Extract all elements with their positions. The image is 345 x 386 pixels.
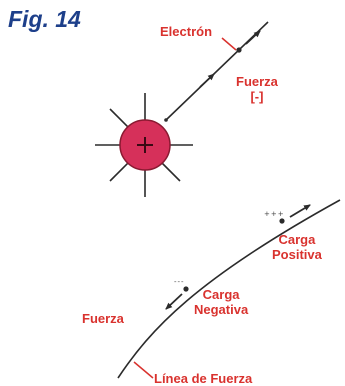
electron-leader-line: [222, 38, 236, 50]
positive-charge-label: Carga Positiva: [272, 232, 322, 262]
field-line-label: Línea de Fuerza: [154, 371, 252, 386]
upper-field-arrow: [200, 74, 214, 87]
electron-label: Electrón: [160, 24, 212, 39]
upper-field-line-end: [164, 118, 168, 122]
negative-charge-mark: ---: [174, 278, 185, 286]
field-line-leader: [134, 362, 153, 378]
positive-charge-mark: +++: [264, 210, 285, 218]
figure-title: Fig. 14: [8, 6, 81, 33]
negative-charge-label: Carga Negativa: [194, 287, 248, 317]
force-negative-label: Fuerza [-]: [236, 74, 278, 104]
force-label: Fuerza: [82, 311, 124, 326]
electron-dot: [236, 47, 241, 52]
negative-test-charge-dot: [183, 286, 188, 291]
positive-test-charge-dot: [279, 218, 284, 223]
positive-charge-force-arrow: [290, 205, 310, 217]
electron-force-arrow: [246, 31, 260, 44]
